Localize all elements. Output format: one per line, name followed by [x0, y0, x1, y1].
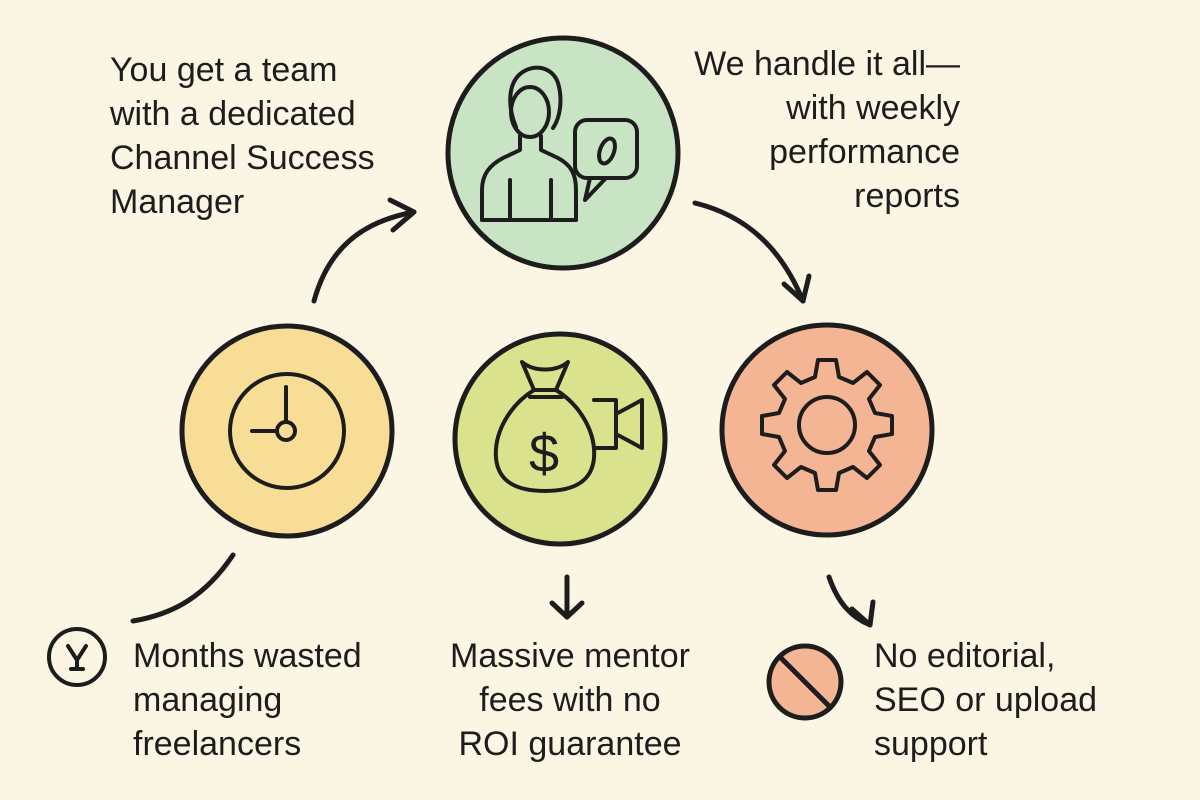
- arrow-time-to-months: [130, 552, 236, 624]
- arrow-time-to-team: [311, 209, 417, 304]
- fees-pain-line: Massive mentor: [450, 637, 690, 675]
- team-node: [445, 35, 681, 271]
- arrow-money-to-fees-head: [549, 600, 585, 620]
- reporting-benefit-line: reports: [854, 177, 960, 215]
- no-sign-icon: [766, 643, 844, 721]
- time-pain-line: managing: [133, 681, 283, 719]
- money-bag-with-video-camera-icon: $: [493, 360, 644, 493]
- stopwatch-icon: [47, 627, 107, 687]
- reporting-benefit-line: with weekly: [786, 89, 960, 127]
- fees-pain-text: Massive mentor fees with no ROI guarante…: [425, 634, 715, 766]
- time-node: [179, 323, 395, 539]
- team-benefit-line: Channel Success: [110, 139, 375, 177]
- person-with-speech-bubble-icon: [480, 65, 639, 222]
- support-pain-text: No editorial, SEO or upload support: [874, 634, 1097, 766]
- team-benefit-text: You get a team with a dedicated Channel …: [110, 48, 375, 224]
- arrow-team-to-support-head: [781, 273, 812, 304]
- arrow-time-to-team-head: [387, 197, 417, 233]
- fees-pain-line: fees with no: [479, 681, 661, 719]
- gear-icon: [760, 358, 894, 492]
- arrow-support-to-no-support-head: [849, 599, 876, 628]
- time-pain-text: Months wasted managing freelancers: [133, 634, 362, 766]
- team-benefit-line: with a dedicated: [110, 95, 356, 133]
- support-pain-line: No editorial,: [874, 637, 1056, 675]
- support-node: [719, 322, 935, 538]
- clock-icon: [228, 372, 346, 490]
- reporting-benefit-line: performance: [769, 133, 960, 171]
- fees-pain-line: ROI guarantee: [458, 725, 682, 763]
- time-pain-line: freelancers: [133, 725, 302, 763]
- reporting-benefit-line: We handle it all—: [694, 45, 960, 83]
- money-node: $: [452, 331, 668, 547]
- team-node-circle: [445, 35, 681, 271]
- time-pain-line: Months wasted: [133, 637, 362, 675]
- cycle-arrows: [130, 197, 876, 628]
- money-node-circle: [452, 331, 668, 547]
- support-pain-line: SEO or upload: [874, 681, 1098, 719]
- svg-text:$: $: [529, 424, 559, 484]
- reporting-benefit-text: We handle it all— with weekly performanc…: [680, 42, 960, 218]
- team-benefit-line: Manager: [110, 183, 245, 221]
- support-pain-line: support: [874, 725, 988, 763]
- arrow-team-to-support: [692, 200, 806, 304]
- support-node-circle: [719, 322, 935, 538]
- team-benefit-line: You get a team: [110, 51, 338, 89]
- time-node-circle: [179, 323, 395, 539]
